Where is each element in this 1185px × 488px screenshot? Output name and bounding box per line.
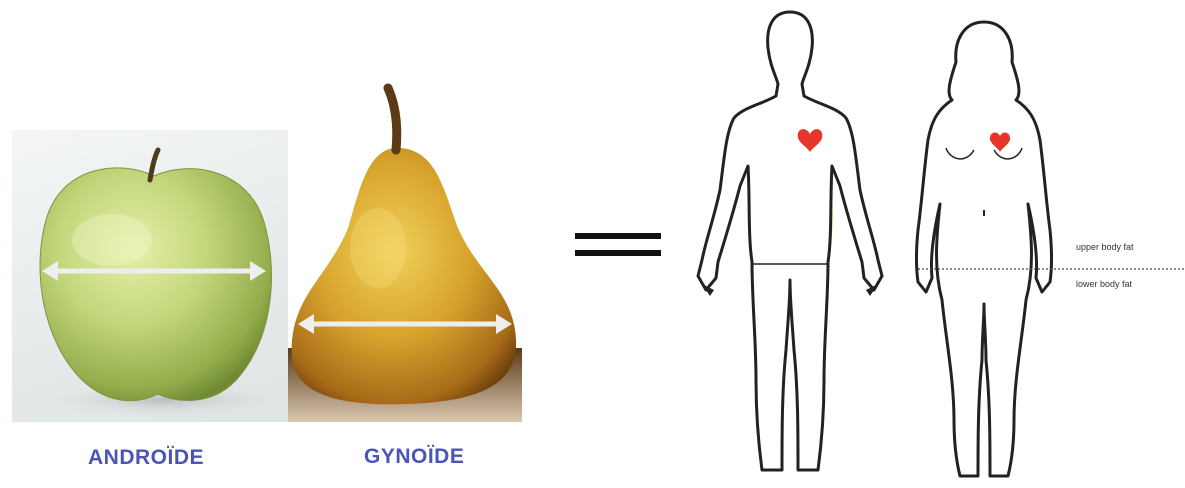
male-figure bbox=[698, 12, 882, 470]
equals-sign-top-bar bbox=[575, 233, 661, 239]
equals-sign-bottom-bar bbox=[575, 250, 661, 256]
upper-body-fat-label: upper body fat bbox=[1076, 242, 1134, 252]
android-caption: ANDROÏDE bbox=[88, 446, 204, 470]
pear-image bbox=[288, 78, 522, 422]
pear-photo bbox=[288, 78, 522, 422]
lower-body-fat-label: lower body fat bbox=[1076, 279, 1132, 289]
apple-image bbox=[12, 130, 296, 422]
apple-photo bbox=[12, 130, 296, 422]
gynoid-caption: GYNOÏDE bbox=[364, 445, 464, 469]
female-figure bbox=[917, 22, 1052, 476]
